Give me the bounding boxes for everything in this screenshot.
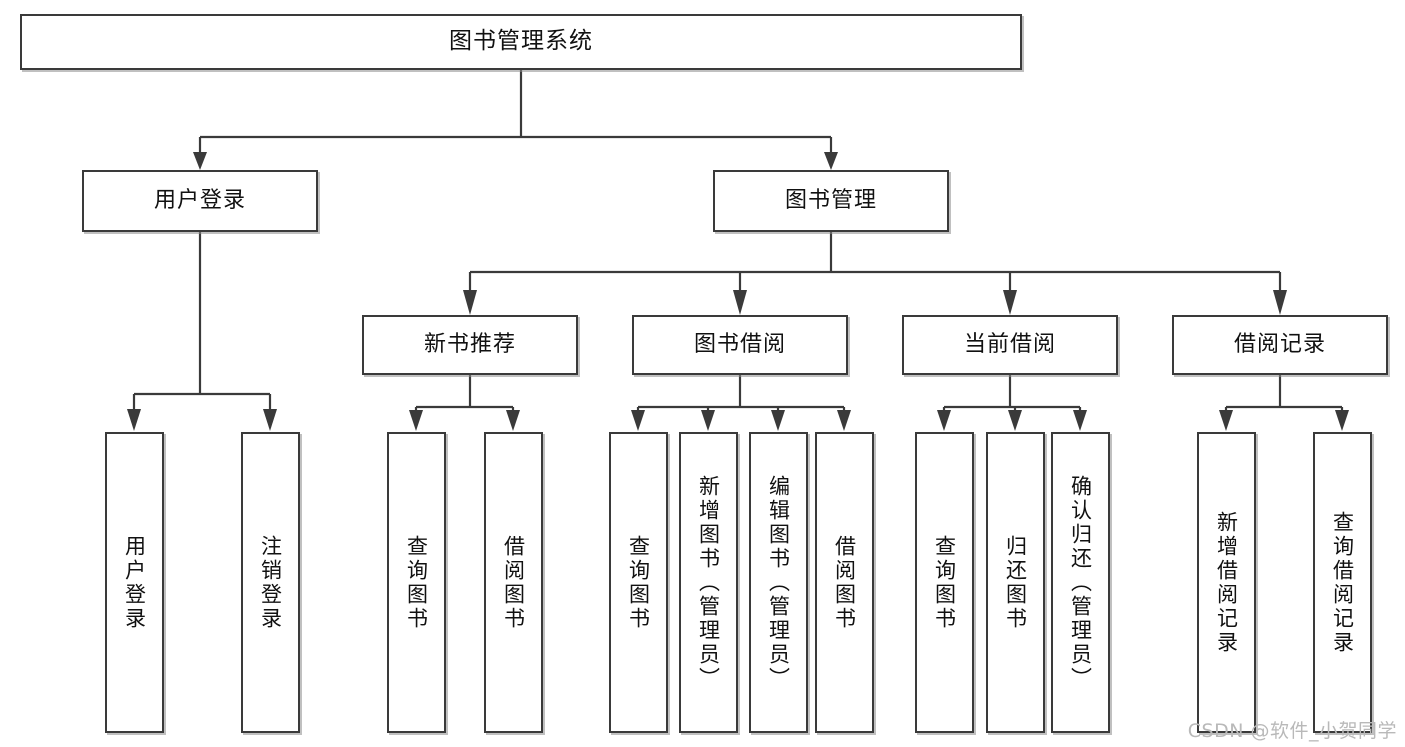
node-label: 借阅记录 (1233, 331, 1326, 357)
arrowhead-bookborrow-leaf-1 (631, 410, 645, 431)
arrowhead-currentborrow-leaf-3 (1073, 410, 1087, 431)
node-label: 图书管理系统 (449, 28, 593, 55)
arrowhead-leaf-logout (263, 409, 277, 431)
node-label: 查询图书 (404, 534, 429, 631)
node-label: 注销登录 (258, 534, 283, 631)
leaf-book-borrow-add[interactable]: 新增图书（管理员） (679, 432, 738, 733)
arrowhead-book-borrow (733, 290, 747, 315)
watermark-text: CSDN @软件_小贺同学 (1187, 720, 1397, 742)
arrowhead-newbook-leaf-2 (506, 410, 520, 431)
node-book-borrow[interactable]: 图书借阅 (632, 315, 848, 375)
arrowhead-bookborrow-leaf-3 (771, 410, 785, 431)
arrowhead-bookborrow-leaf-4 (837, 410, 851, 431)
node-new-book-recommend[interactable]: 新书推荐 (362, 315, 578, 375)
leaf-user-login-signout[interactable]: 注销登录 (241, 432, 300, 733)
node-label: 查询图书 (626, 534, 651, 631)
leaf-current-borrow-confirm-return[interactable]: 确认归还（管理员） (1051, 432, 1110, 733)
arrowhead-current-borrow (1003, 290, 1017, 315)
leaf-borrow-record-add[interactable]: 新增借阅记录 (1197, 432, 1256, 733)
node-label: 确认归还（管理员） (1068, 474, 1093, 691)
node-label: 用户登录 (153, 187, 246, 213)
leaf-book-borrow-lend[interactable]: 借阅图书 (815, 432, 874, 733)
arrowhead-borrowrecord-leaf-2 (1335, 410, 1349, 431)
arrowhead-book-manage (824, 152, 838, 170)
node-label: 新增图书（管理员） (696, 474, 721, 691)
arrowhead-newbook-leaf-1 (409, 410, 423, 431)
node-root-library-system[interactable]: 图书管理系统 (20, 14, 1022, 70)
node-label: 新增借阅记录 (1214, 510, 1239, 655)
node-label: 借阅图书 (832, 534, 857, 631)
arrowhead-leaf-user-login (127, 409, 141, 431)
leaf-new-book-query[interactable]: 查询图书 (387, 432, 446, 733)
leaf-book-borrow-edit[interactable]: 编辑图书（管理员） (749, 432, 808, 733)
arrowhead-bookborrow-leaf-2 (701, 410, 715, 431)
arrowhead-user-login (193, 152, 207, 170)
node-current-borrow[interactable]: 当前借阅 (902, 315, 1118, 375)
node-label: 借阅图书 (501, 534, 526, 631)
arrowhead-borrowrecord-leaf-1 (1219, 410, 1233, 431)
node-label: 当前借阅 (963, 331, 1056, 357)
node-borrow-record[interactable]: 借阅记录 (1172, 315, 1388, 375)
node-label: 归还图书 (1003, 534, 1028, 631)
arrowhead-currentborrow-leaf-1 (937, 410, 951, 431)
node-label: 新书推荐 (423, 331, 516, 357)
leaf-current-borrow-return[interactable]: 归还图书 (986, 432, 1045, 733)
arrowhead-currentborrow-leaf-2 (1008, 410, 1022, 431)
arrowhead-new-book (463, 290, 477, 315)
node-label: 用户登录 (122, 534, 147, 631)
node-label: 图书管理 (784, 187, 877, 213)
node-label: 查询借阅记录 (1330, 510, 1355, 655)
leaf-new-book-borrow[interactable]: 借阅图书 (484, 432, 543, 733)
node-book-management[interactable]: 图书管理 (713, 170, 949, 232)
arrowhead-borrow-record (1273, 290, 1287, 315)
leaf-current-borrow-query[interactable]: 查询图书 (915, 432, 974, 733)
node-label: 图书借阅 (693, 331, 786, 357)
node-label: 查询图书 (932, 534, 957, 631)
leaf-borrow-record-query[interactable]: 查询借阅记录 (1313, 432, 1372, 733)
leaf-user-login-signin[interactable]: 用户登录 (105, 432, 164, 733)
node-label: 编辑图书（管理员） (766, 474, 791, 691)
leaf-book-borrow-query[interactable]: 查询图书 (609, 432, 668, 733)
node-user-login[interactable]: 用户登录 (82, 170, 318, 232)
